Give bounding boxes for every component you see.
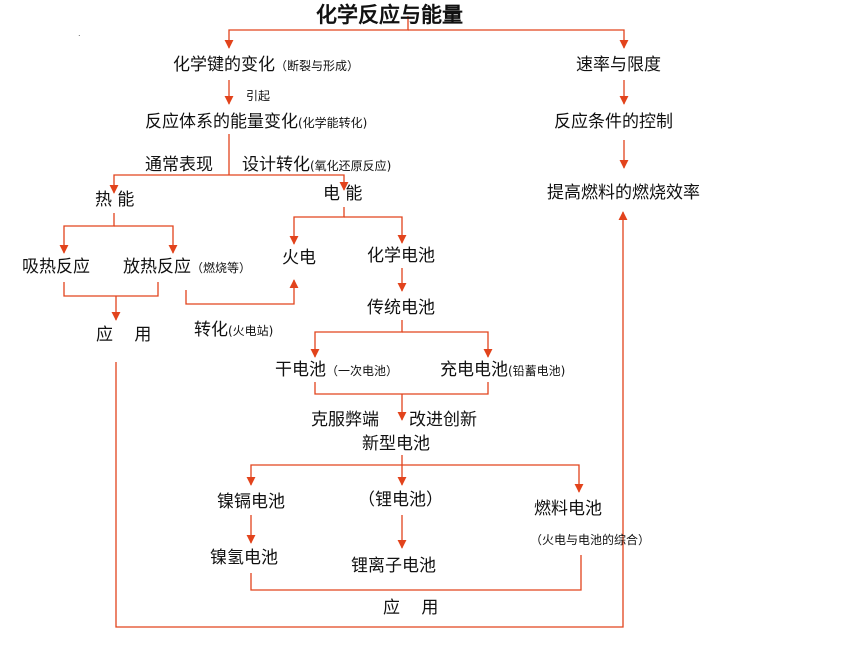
line-heat-to-endo: [59, 213, 115, 254]
node-rechargeable: 充电电池(铅蓄电池): [440, 360, 565, 381]
node-fire-power: 火电: [282, 248, 316, 268]
node-convert-note: (火电站): [228, 324, 274, 338]
line-electric-to-fire: [289, 207, 345, 245]
line-new-to-nicd: [246, 464, 402, 486]
line-heat-to-exo: [114, 225, 178, 254]
node-fuel-cell-note: （火电与电池的综合）: [530, 533, 651, 547]
node-rate: 速率与限度: [576, 55, 661, 75]
node-convert: 转化(火电站): [194, 320, 273, 341]
node-convert-label: 转化: [194, 320, 228, 340]
line-title-to-bond: [224, 16, 409, 49]
label-design: 设计转化(氧化还原反应): [242, 155, 391, 176]
stray-dot: .: [78, 29, 81, 38]
node-fuel-cell: 燃料电池: [534, 499, 602, 519]
node-dry-cell-note: （一次电池）: [326, 364, 399, 378]
node-dry-cell: 干电池（一次电池）: [275, 360, 398, 381]
label-design-text: 设计转化: [242, 155, 310, 175]
line-new-to-fuel: [402, 464, 584, 493]
line-bottom-merge: [250, 555, 582, 591]
node-lithium: （锂电池）: [358, 490, 443, 510]
node-efficiency: 提高燃料的燃烧效率: [547, 183, 700, 203]
node-energy-change-label: 反应体系的能量变化: [145, 112, 298, 132]
node-heat: 热 能: [95, 190, 135, 210]
node-apply-left: 应 用: [96, 325, 160, 345]
label-usual: 通常表现: [145, 155, 213, 175]
node-dry-cell-label: 干电池: [275, 360, 326, 380]
node-exo-note: （燃烧等）: [191, 261, 252, 275]
node-nimh: 镍氢电池: [210, 548, 278, 568]
node-new-battery: 新型电池: [362, 434, 430, 454]
node-endo: 吸热反应: [22, 257, 90, 277]
diagram-title: 化学反应与能量: [316, 3, 463, 27]
node-energy-change: 反应体系的能量变化(化学能转化): [145, 112, 367, 133]
node-rechargeable-note: (铅蓄电池): [508, 364, 566, 378]
line-heat-branch: [109, 174, 229, 194]
node-exo: 放热反应（燃烧等）: [123, 257, 251, 278]
line-dry-recharge-merge: [314, 382, 489, 395]
node-apply-bottom: 应 用: [383, 598, 447, 618]
node-chem-battery: 化学电池: [367, 246, 435, 266]
label-overcome: 克服弊端: [311, 410, 379, 430]
node-bond-change: 化学键的变化（断裂与形成）: [173, 55, 359, 76]
node-bond-change-label: 化学键的变化: [173, 55, 275, 75]
line-exo-to-fire: [185, 279, 299, 305]
node-nicd: 镍镉电池: [217, 492, 285, 512]
line-electric-to-chem: [344, 216, 407, 244]
line-apply-left-loop: [115, 211, 628, 628]
node-rechargeable-label: 充电电池: [440, 360, 508, 380]
node-electric: 电 能: [323, 184, 363, 204]
label-improve: 改进创新: [409, 410, 477, 430]
node-exo-label: 放热反应: [123, 257, 191, 277]
node-li-ion: 锂离子电池: [351, 556, 436, 576]
node-condition: 反应条件的控制: [554, 112, 673, 132]
line-electric-branch: [229, 174, 349, 191]
label-design-note: (氧化还原反应): [310, 159, 392, 173]
node-energy-change-note: (化学能转化): [298, 116, 368, 130]
node-bond-change-note: （断裂与形成）: [275, 59, 360, 73]
label-cause: 引起: [246, 89, 271, 103]
line-endo-exo-merge: [63, 282, 159, 297]
line-traditional-to-recharge: [402, 331, 493, 358]
line-title-to-rate: [408, 29, 629, 49]
node-traditional: 传统电池: [367, 298, 435, 318]
line-traditional-to-dry: [310, 320, 403, 358]
